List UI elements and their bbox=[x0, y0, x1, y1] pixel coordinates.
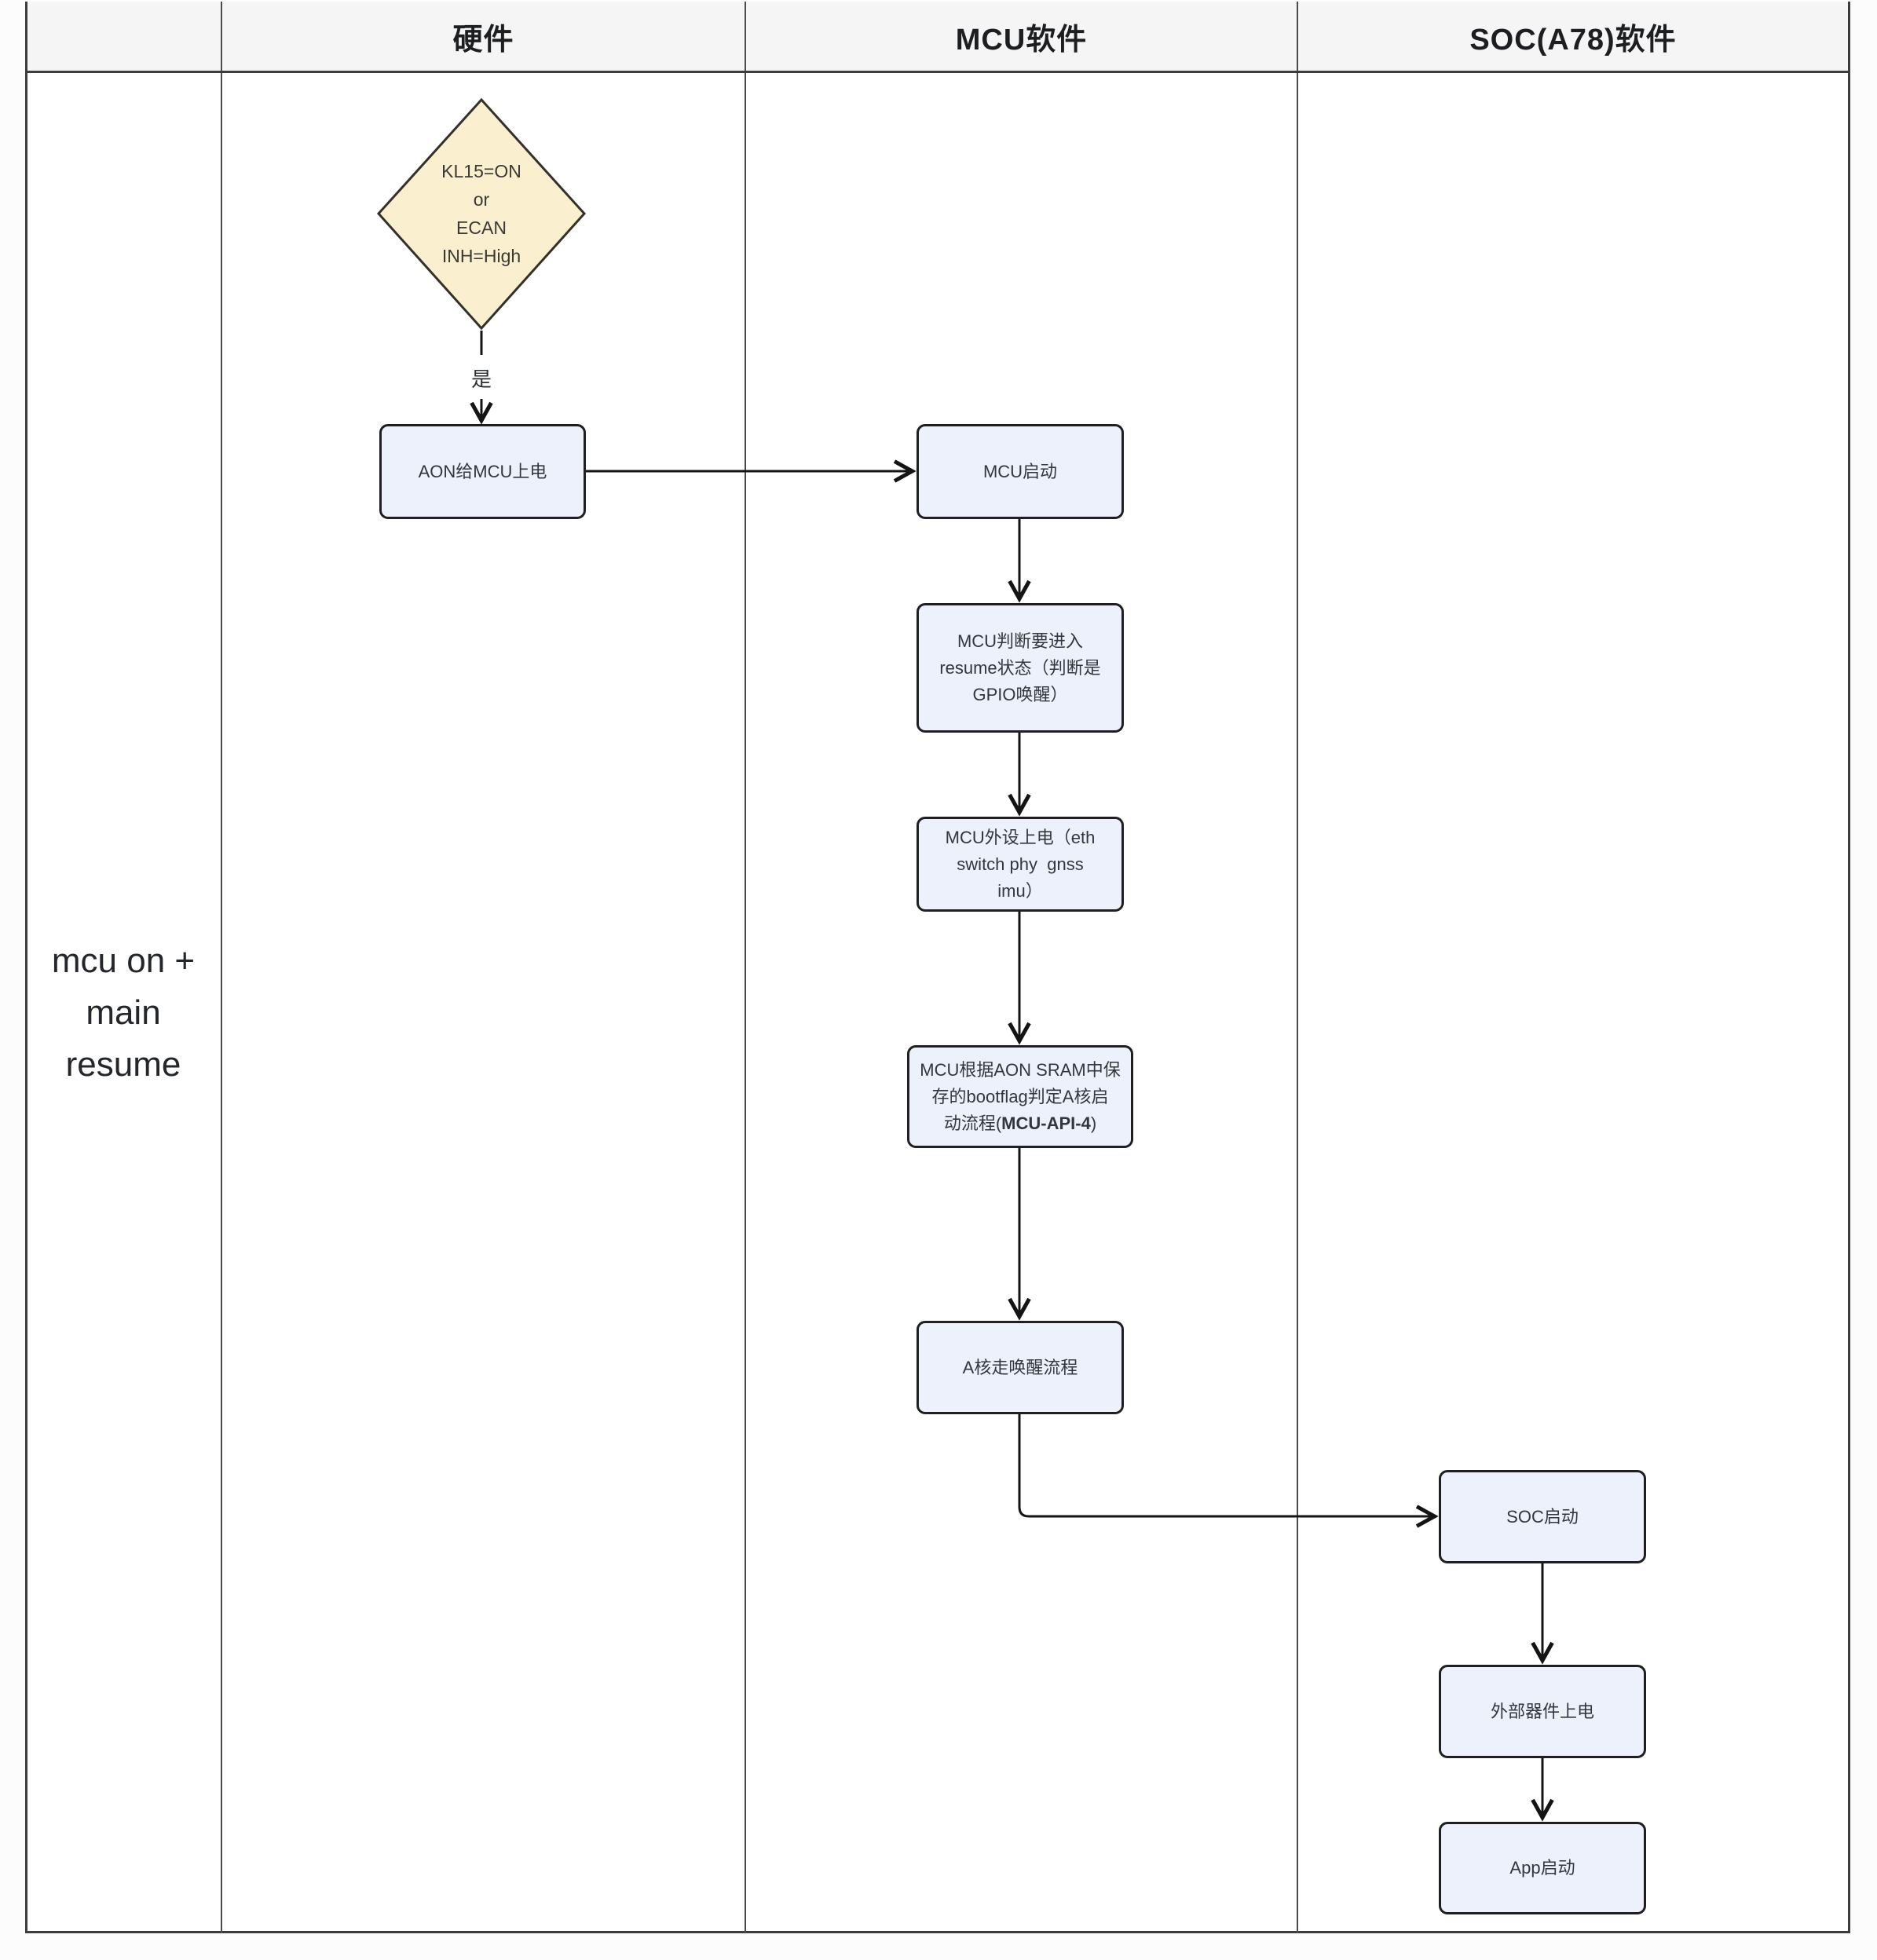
bootflag-text: MCU根据AON SRAM中保 存的bootflag判定A核启 动流程( bbox=[920, 1059, 1121, 1133]
node-mcu-peripheral-power: MCU外设上电（eth switch phy gnss imu） bbox=[917, 817, 1124, 912]
node-bootflag-decision-label: MCU根据AON SRAM中保 存的bootflag判定A核启 动流程(MCU-… bbox=[920, 1057, 1120, 1137]
bootflag-text-close: ) bbox=[1090, 1113, 1097, 1133]
node-external-device-power: 外部器件上电 bbox=[1439, 1665, 1646, 1758]
node-mcu-judge-resume: MCU判断要进入 resume状态（判断是 GPIO唤醒） bbox=[917, 603, 1124, 733]
lane-divider-1 bbox=[221, 2, 222, 1933]
node-app-boot-label: App启动 bbox=[1509, 1858, 1575, 1878]
node-a-core-wake: A核走唤醒流程 bbox=[917, 1321, 1124, 1414]
node-mcu-peripheral-power-label: MCU外设上电（eth switch phy gnss imu） bbox=[945, 827, 1096, 901]
header-bottom-border bbox=[25, 71, 1850, 73]
node-aon-power: AON给MCU上电 bbox=[379, 424, 586, 519]
row-label-mcu-on-main-resume: mcu on + main resume bbox=[51, 942, 196, 1084]
node-mcu-boot: MCU启动 bbox=[917, 424, 1124, 519]
header-cell-mcu-software: MCU软件 bbox=[746, 2, 1297, 71]
table-frame bbox=[25, 2, 1850, 1933]
lane-divider-2 bbox=[745, 2, 746, 1933]
bootflag-api-ref: MCU-API-4 bbox=[1001, 1113, 1091, 1133]
node-mcu-boot-label: MCU启动 bbox=[982, 461, 1058, 481]
node-soc-boot: SOC启动 bbox=[1439, 1470, 1646, 1563]
header-cell-soc-software: SOC(A78)软件 bbox=[1298, 2, 1848, 71]
node-mcu-judge-resume-label: MCU判断要进入 resume状态（判断是 GPIO唤醒） bbox=[939, 631, 1101, 704]
node-external-device-power-label: 外部器件上电 bbox=[1490, 1701, 1594, 1721]
node-app-boot: App启动 bbox=[1439, 1822, 1646, 1914]
header-cell-row-label bbox=[27, 2, 221, 71]
lane-divider-3 bbox=[1297, 2, 1298, 1933]
decision-diamond-label: KL15=ON or ECAN INH=High bbox=[441, 161, 521, 266]
node-a-core-wake-label: A核走唤醒流程 bbox=[962, 1357, 1078, 1377]
edge-yes-label: 是 bbox=[470, 367, 492, 391]
node-bootflag-decision: MCU根据AON SRAM中保 存的bootflag判定A核启 动流程(MCU-… bbox=[907, 1045, 1133, 1148]
node-aon-power-label: AON给MCU上电 bbox=[418, 461, 547, 481]
node-soc-boot-label: SOC启动 bbox=[1506, 1506, 1579, 1527]
header-cell-hardware: 硬件 bbox=[222, 2, 745, 71]
